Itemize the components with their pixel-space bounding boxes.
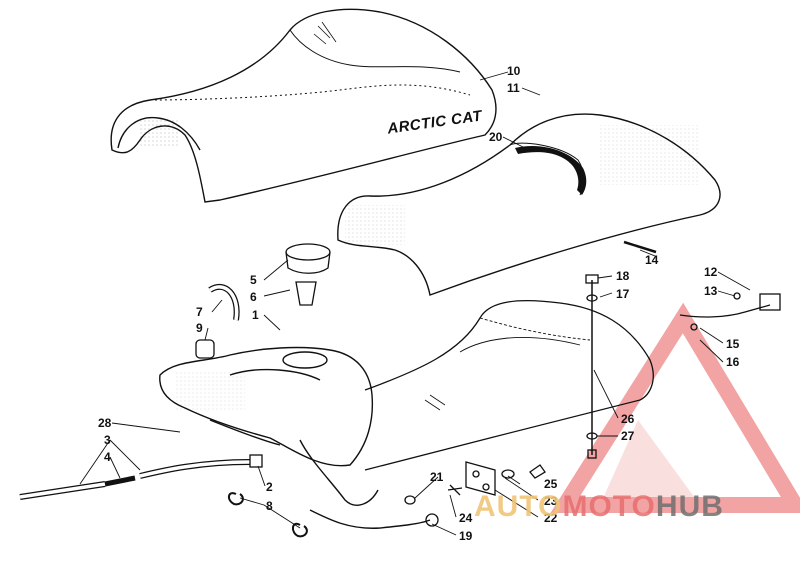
watermark-part-hub: HUB bbox=[655, 490, 724, 523]
callout-7: 7 bbox=[196, 305, 203, 319]
callout-13: 13 bbox=[704, 284, 718, 298]
callout-4: 4 bbox=[104, 450, 111, 464]
seat-cover-upper bbox=[110, 8, 497, 203]
callout-6: 6 bbox=[250, 290, 257, 304]
callout-24: 24 bbox=[459, 511, 473, 525]
callout-15: 15 bbox=[726, 337, 740, 351]
watermark-part-auto: AUTO bbox=[474, 490, 563, 523]
callout-17: 17 bbox=[616, 287, 630, 301]
callout-8: 8 bbox=[266, 499, 273, 513]
seat-strap bbox=[515, 146, 587, 195]
callout-3: 3 bbox=[104, 433, 111, 447]
callout-12: 12 bbox=[704, 265, 718, 279]
fuel-line bbox=[19, 459, 251, 500]
callout-2: 2 bbox=[266, 480, 273, 494]
callout-10: 10 bbox=[507, 64, 521, 78]
callout-26: 26 bbox=[621, 412, 635, 426]
callout-22: 22 bbox=[544, 511, 558, 525]
chassis-base bbox=[364, 299, 654, 471]
callout-18: 18 bbox=[616, 269, 630, 283]
vent-hose bbox=[208, 283, 240, 321]
seat-texture bbox=[140, 118, 180, 148]
fuel-fitting bbox=[249, 454, 263, 468]
watermark-triangle bbox=[550, 302, 800, 513]
seat-texture bbox=[600, 125, 700, 185]
callout-14: 14 bbox=[645, 253, 659, 267]
washer bbox=[404, 495, 416, 505]
callout-1: 1 bbox=[252, 308, 259, 322]
leader-lines bbox=[79, 71, 751, 536]
tank-texture bbox=[175, 372, 245, 412]
callout-11: 11 bbox=[507, 81, 520, 95]
callout-21: 21 bbox=[430, 470, 444, 484]
right-hardware bbox=[585, 240, 781, 459]
callout-19: 19 bbox=[459, 529, 473, 543]
callout-27: 27 bbox=[621, 429, 635, 443]
callout-9: 9 bbox=[196, 321, 203, 335]
callout-5: 5 bbox=[250, 273, 257, 287]
callout-23: 23 bbox=[544, 494, 558, 508]
fitting bbox=[195, 339, 215, 359]
callout-25: 25 bbox=[544, 477, 558, 491]
watermark-logo: AUTOMOTOHUB bbox=[474, 490, 724, 524]
mount-plate bbox=[447, 461, 546, 496]
seat-texture bbox=[345, 205, 405, 245]
fuel-cap bbox=[285, 243, 331, 306]
callout-28: 28 bbox=[98, 416, 112, 430]
watermark-part-moto: MOTO bbox=[562, 490, 656, 523]
callout-20: 20 bbox=[489, 130, 503, 144]
callout-16: 16 bbox=[726, 355, 740, 369]
gauge-cable bbox=[309, 509, 431, 529]
